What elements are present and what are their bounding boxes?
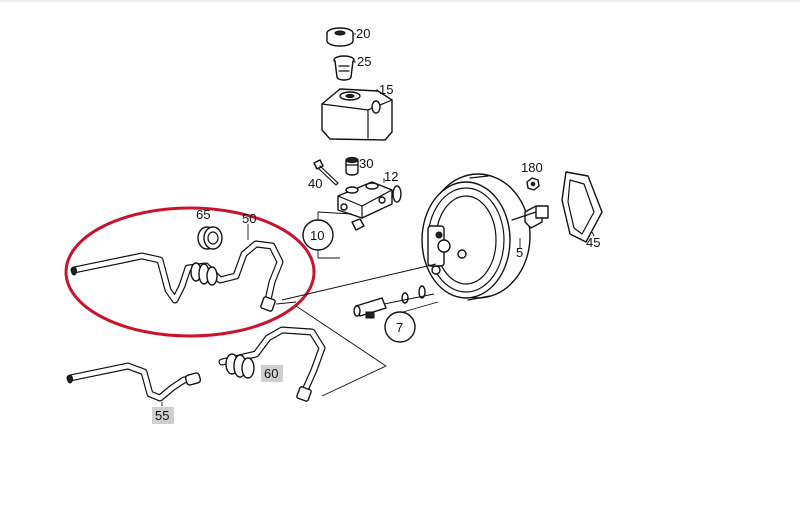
callout-25: 25	[357, 54, 371, 69]
callout-20: 20	[356, 26, 370, 41]
master-cylinder-part	[317, 178, 402, 259]
callout-45: 45	[586, 235, 600, 250]
label-bg-60	[261, 365, 283, 382]
callout-30: 30	[359, 156, 373, 171]
callout-55: 55	[155, 408, 169, 423]
bolt-part	[313, 159, 339, 186]
fluid-reservoir-part	[321, 88, 393, 141]
callout-50: 50	[242, 211, 256, 226]
gasket-part	[561, 171, 603, 243]
callout-10: 10	[310, 228, 324, 243]
pressure-sensor-part	[353, 285, 439, 319]
callout-12: 12	[384, 169, 398, 184]
reservoir-strainer-part	[333, 55, 356, 81]
label-bg-55	[152, 407, 174, 424]
brake-line-lower-part	[66, 305, 387, 406]
leader-line	[281, 263, 437, 301]
callout-5: 5	[516, 245, 523, 260]
nut-part	[526, 177, 540, 191]
callout-60: 60	[264, 366, 278, 381]
callout-65: 65	[196, 207, 210, 222]
reservoir-cap-part	[326, 27, 356, 47]
callout-40: 40	[308, 176, 322, 191]
seal-part	[197, 226, 223, 250]
brake-line-upper-part	[70, 224, 297, 312]
callout-180: 180	[521, 160, 543, 175]
highlight-ring	[64, 206, 316, 338]
grommet-part	[345, 156, 359, 176]
callout-7: 7	[396, 320, 403, 335]
callout-circle-7	[384, 311, 416, 343]
callout-circle-10	[302, 219, 334, 251]
brake-booster-part	[421, 173, 549, 301]
callout-15: 15	[379, 82, 393, 97]
